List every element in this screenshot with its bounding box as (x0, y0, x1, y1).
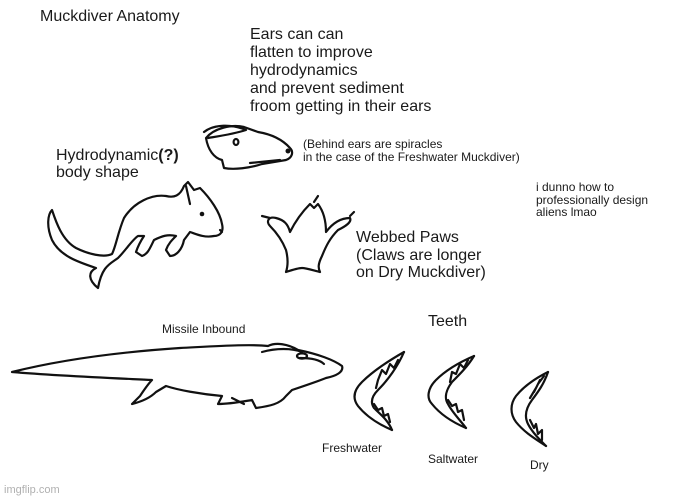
teeth-dry-drawing (510, 370, 550, 448)
missile-annotation: Missile Inbound (162, 322, 246, 336)
spiracles-annotation: (Behind ears are spiracles in the case o… (303, 137, 520, 164)
body-shape-suffix: body shape (56, 164, 139, 182)
body-shape-drawing (47, 180, 224, 290)
body-shape-question-mark: (?) (158, 147, 179, 164)
saltwater-label: Saltwater (428, 452, 479, 466)
webbed-paws-annotation: Webbed Paws (Claws are longer on Dry Muc… (356, 229, 486, 282)
page-title: Muckdiver Anatomy (40, 8, 180, 25)
dry-label: Dry (530, 458, 549, 472)
missile-body-drawing (10, 342, 344, 410)
webbed-paw-drawing (260, 194, 356, 274)
ears-annotation: Ears can can flatten to improve hydrodyn… (250, 26, 432, 115)
teeth-heading: Teeth (428, 313, 468, 330)
body-shape-annotation: Hydrodynamic(?) body shape (56, 147, 179, 182)
body-shape-prefix: Hydrodynamic (56, 147, 159, 164)
freshwater-label: Freshwater (322, 441, 383, 455)
aliens-note: i dunno how to professionally design ali… (536, 180, 649, 220)
head-drawing (202, 124, 294, 170)
watermark: imgflip.com (4, 484, 60, 496)
teeth-freshwater-drawing (353, 350, 406, 432)
teeth-saltwater-drawing (427, 354, 476, 430)
